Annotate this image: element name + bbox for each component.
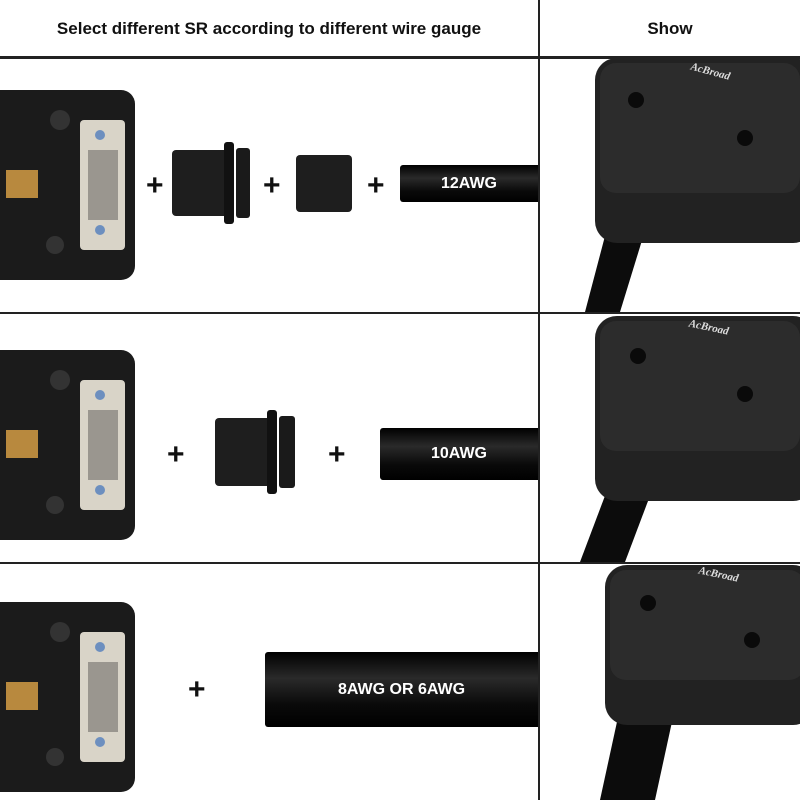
divider <box>0 562 800 564</box>
plus-sign: + <box>146 169 164 202</box>
plug-image <box>0 90 135 280</box>
wire-10awg: 10AWG <box>380 428 538 480</box>
assembled-plug-image: AcBroad <box>600 565 800 800</box>
small-strain-relief <box>296 155 352 212</box>
divider <box>0 312 800 314</box>
plus-sign: + <box>167 438 185 471</box>
plug-image <box>0 350 135 540</box>
plus-sign: + <box>188 673 206 706</box>
divider <box>0 56 800 59</box>
plus-sign: + <box>263 169 281 202</box>
assembled-plug-image: AcBroad <box>580 316 800 562</box>
plug-image <box>0 602 135 792</box>
assembled-plug-image: AcBroad <box>585 58 800 312</box>
large-strain-relief <box>172 142 250 224</box>
plus-sign: + <box>328 438 346 471</box>
right-column-header: Show <box>647 18 693 38</box>
wire-12awg: 12AWG <box>400 165 538 202</box>
divider <box>538 0 540 800</box>
plus-sign: + <box>367 169 385 202</box>
wire-8awg-6awg: 8AWG OR 6AWG <box>265 652 538 727</box>
large-strain-relief <box>215 410 295 494</box>
left-column-header: Select different SR according to differe… <box>56 18 482 38</box>
